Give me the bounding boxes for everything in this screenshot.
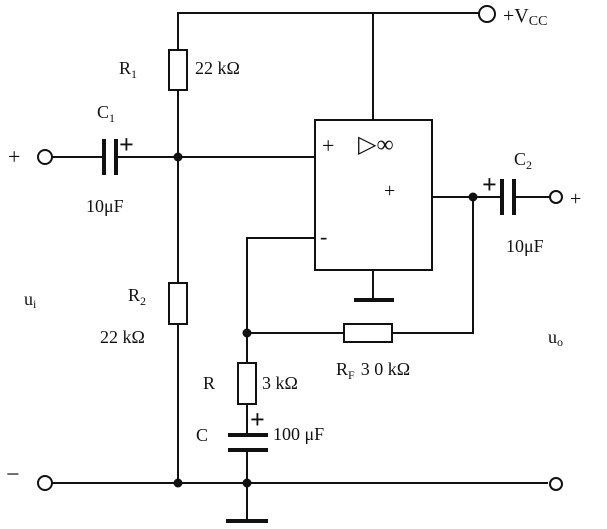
c-value-label: 100 μF: [273, 424, 324, 444]
r-value-label: 3 kΩ: [262, 373, 298, 393]
c1-value-label: 10μF: [86, 196, 124, 216]
uo-label: uo: [548, 327, 563, 349]
output-plus-terminal: [549, 190, 563, 204]
wire-rf-to-output: [392, 197, 474, 334]
junction-dot: [173, 152, 183, 162]
opamp-body: [314, 119, 433, 271]
resistor-r2: [168, 282, 188, 325]
r-name-label: R: [203, 373, 215, 393]
c2-polarity-mark: +: [482, 170, 497, 199]
opamp-output-label: +: [384, 180, 395, 202]
input-plus-label: +: [8, 144, 20, 169]
resistor-r: [237, 362, 257, 405]
r1-value-label: 22 kΩ: [195, 58, 240, 78]
r2-value-label: 22 kΩ: [100, 327, 145, 347]
capacitor-c1: [102, 139, 118, 175]
resistor-r1: [168, 49, 188, 91]
vcc-label: +VCC: [503, 5, 547, 29]
vcc-terminal: [478, 5, 496, 23]
c1-name-label: C1: [97, 102, 115, 125]
capacitor-c: [228, 433, 268, 452]
r2-name-label: R2: [128, 285, 146, 308]
ui-label: ui: [24, 289, 37, 311]
c-name-label: C: [196, 425, 208, 445]
junction-dot: [468, 192, 478, 202]
capacitor-c2: [500, 179, 516, 215]
opamp-symbol: ▷∞: [358, 132, 394, 158]
c-polarity-mark: +: [250, 405, 265, 434]
input-minus-terminal: [37, 475, 53, 491]
c1-polarity-mark: +: [119, 130, 134, 159]
wire-opamp-minus: [246, 237, 315, 333]
c2-value-label: 10μF: [506, 236, 544, 256]
output-plus-label: +: [570, 188, 581, 210]
resistor-rf: [343, 323, 393, 343]
output-minus-terminal: [549, 477, 563, 491]
c2-name-label: C2: [514, 149, 532, 172]
junction-dot: [173, 478, 183, 488]
junction-dot: [242, 478, 252, 488]
r1-name-label: R1: [119, 58, 137, 81]
input-minus-label: −: [6, 462, 20, 488]
opamp-plus-input-label: +: [322, 133, 334, 158]
wires: [52, 12, 551, 520]
opamp-minus-input-label: -: [320, 224, 327, 249]
wire-top-rail: [177, 12, 480, 50]
input-plus-terminal: [37, 149, 53, 165]
junction-dot: [242, 328, 252, 338]
